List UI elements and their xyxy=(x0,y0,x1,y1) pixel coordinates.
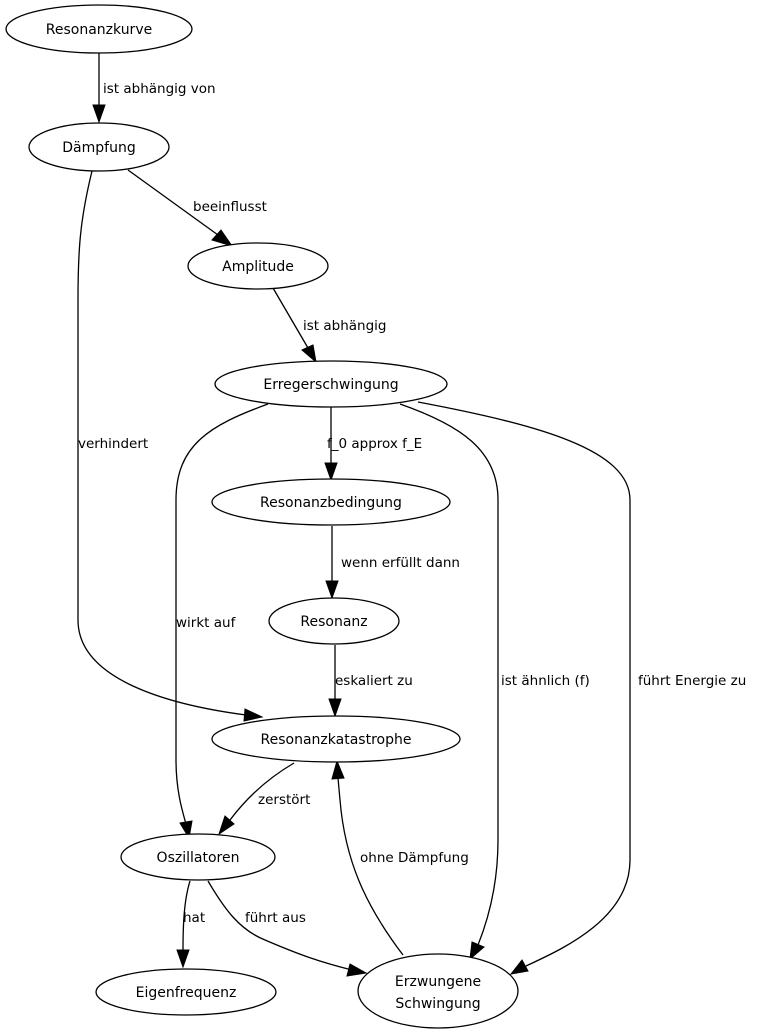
edge-erregerschwingung-erzwungene-aehnlich: ist ähnlich (f) xyxy=(399,403,590,961)
arrowhead xyxy=(509,959,529,975)
edge-erregerschwingung-erzwungene-energie: führt Energie zu xyxy=(417,401,746,975)
node-resonanz[interactable]: Resonanz xyxy=(268,597,400,645)
node-daempfung[interactable]: Dämpfung xyxy=(28,122,170,172)
edge-label: führt aus xyxy=(245,910,306,926)
arrowhead xyxy=(346,963,368,977)
node-amplitude[interactable]: Amplitude xyxy=(187,242,329,290)
edge-label: wenn erfüllt dann xyxy=(341,555,460,571)
node-label: Eigenfrequenz xyxy=(136,985,237,1001)
node-label: Erregerschwingung xyxy=(263,377,398,393)
arrowhead xyxy=(328,698,342,718)
edge-label: ist abhängig xyxy=(303,318,387,334)
edge-label: hat xyxy=(183,910,205,926)
arrowhead xyxy=(301,344,317,364)
edge-resonanzbedingung-resonanz: wenn erfüllt dann xyxy=(325,526,460,600)
edge-resonanzkatastrophe-oszillatoren: zerstört xyxy=(218,762,310,836)
node-resonanzkurve[interactable]: Resonanzkurve xyxy=(5,4,193,54)
arrowhead xyxy=(243,708,264,722)
arrowhead xyxy=(218,815,235,836)
node-erregerschwingung[interactable]: Erregerschwingung xyxy=(214,360,448,408)
node-label: Resonanzkurve xyxy=(46,22,152,38)
edge-label: ist ähnlich (f) xyxy=(501,673,590,689)
edge-oszillatoren-erzwungene: führt aus xyxy=(207,880,368,977)
node-label: Dämpfung xyxy=(62,140,135,156)
edge-label: f_0 approx f_E xyxy=(327,436,422,452)
node-oszillatoren[interactable]: Oszillatoren xyxy=(120,833,276,881)
node-label: Resonanzbedingung xyxy=(260,495,402,511)
node-resonanzbedingung[interactable]: Resonanzbedingung xyxy=(211,478,451,526)
node-label: Resonanzkatastrophe xyxy=(261,732,412,748)
edge-label: verhindert xyxy=(78,436,148,452)
node-label-line-2: Schwingung xyxy=(395,996,480,1012)
edge-label: führt Energie zu xyxy=(638,673,746,689)
edge-label: zerstört xyxy=(258,792,310,808)
edge-resonanz-resonanzkatastrophe: eskaliert zu xyxy=(328,645,413,718)
edge-daempfung-resonanzkatastrophe: verhindert xyxy=(77,170,264,722)
node-label: Oszillatoren xyxy=(157,850,240,866)
arrowhead xyxy=(325,580,339,600)
node-resonanzkatastrophe[interactable]: Resonanzkatastrophe xyxy=(211,715,461,763)
arrowhead xyxy=(469,941,485,961)
edge-erregerschwingung-oszillatoren: wirkt auf xyxy=(175,403,269,840)
node-eigenfrequenz[interactable]: Eigenfrequenz xyxy=(95,968,277,1016)
edge-label: ohne Dämpfung xyxy=(360,850,469,866)
arrowhead xyxy=(92,104,106,124)
node-label: Amplitude xyxy=(222,259,294,275)
edge-erregerschwingung-resonanzbedingung: f_0 approx f_E xyxy=(324,406,422,482)
edge-resonanzkurve-daempfung: ist abhängig von xyxy=(92,53,216,124)
edge-daempfung-amplitude: beeinflusst xyxy=(127,169,267,247)
node-label: Resonanz xyxy=(300,614,367,630)
edge-erzwungene-resonanzkatastrophe: ohne Dämpfung xyxy=(331,759,469,956)
arrowhead xyxy=(324,462,338,482)
edge-label: ist abhängig von xyxy=(103,81,216,97)
edge-label: wirkt auf xyxy=(176,615,237,631)
edge-oszillatoren-eigenfrequenz: hat xyxy=(176,880,205,969)
arrowhead xyxy=(211,229,234,247)
edge-label: beeinflusst xyxy=(193,199,267,215)
node-erzwungene-schwingung[interactable]: Erzwungene Schwingung xyxy=(357,953,519,1029)
edge-amplitude-erregerschwingung: ist abhängig xyxy=(272,287,387,364)
arrowhead xyxy=(176,949,190,969)
arrowhead xyxy=(331,759,345,780)
node-label-line-1: Erzwungene xyxy=(395,974,481,990)
edge-label: eskaliert zu xyxy=(335,673,413,689)
